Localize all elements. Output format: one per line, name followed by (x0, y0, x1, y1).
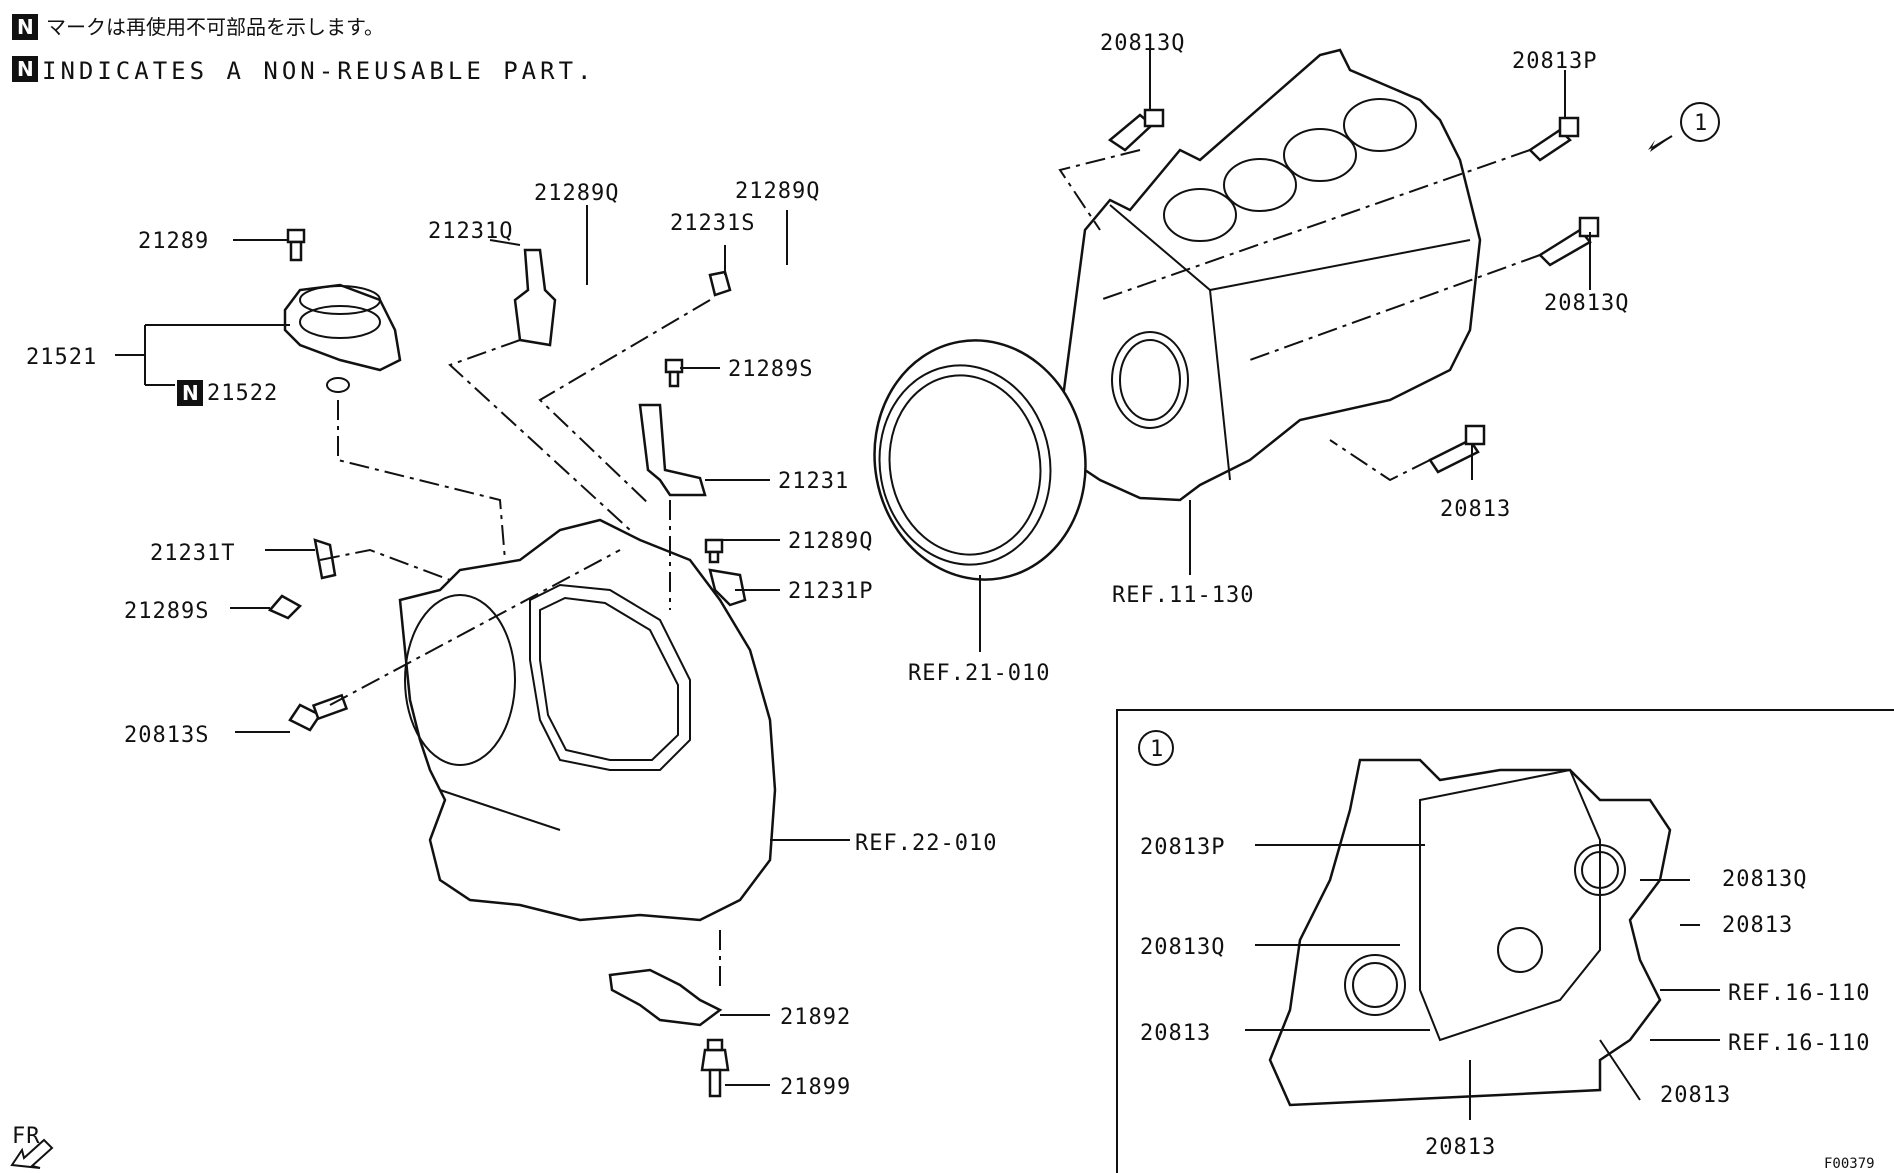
leader-lines (115, 50, 1591, 1086)
label-20813q-top: 20813Q (1100, 31, 1185, 56)
label-21289: 21289 (138, 229, 209, 254)
n-mark-21522-letter: N (182, 381, 199, 405)
callout-1: 1 (1648, 102, 1720, 152)
callout-1-text: 1 (1694, 111, 1708, 136)
label-21521: 21521 (26, 345, 97, 370)
inset-label-20813q-b: 20813Q (1140, 935, 1225, 960)
label-21289s-b: 21289S (124, 599, 209, 624)
n-mark-21522 (177, 380, 203, 406)
label-21522: 21522 (207, 381, 278, 406)
inset-label-20813p: 20813P (1140, 835, 1225, 860)
label-ref-11-130: REF.11-130 (1112, 583, 1254, 608)
n-mark-box-2 (12, 56, 38, 82)
label-21231q: 21231Q (428, 219, 513, 244)
inset-label-20813-d: 20813 (1425, 1135, 1496, 1160)
label-ref-21-010: REF.21-010 (908, 661, 1050, 686)
label-21231t: 21231T (150, 541, 235, 566)
inset-label-20813-c: 20813 (1660, 1083, 1731, 1108)
jp-note: マークは再使用不可部品を示します。 (46, 15, 384, 39)
inset-callout-1-text: 1 (1150, 737, 1164, 762)
brackets (313, 248, 747, 1027)
bolts (267, 108, 1600, 1098)
label-21231s: 21231S (670, 211, 755, 236)
header-notes: N マークは再使用不可部品を示します。 N INDICATES A NON-RE… (12, 14, 595, 85)
part-labels: 20813Q 20813P 20813Q 20813 REF.11-130 RE… (26, 31, 1875, 1172)
label-20813q-right: 20813Q (1544, 291, 1629, 316)
label-21231: 21231 (778, 469, 849, 494)
label-21231p: 21231P (788, 579, 873, 604)
label-21899: 21899 (780, 1075, 851, 1100)
label-20813-right: 20813 (1440, 497, 1511, 522)
label-20813s: 20813S (124, 723, 209, 748)
n-mark-letter: N (17, 15, 34, 39)
transaxle-housing (398, 518, 777, 922)
label-ref-22-010: REF.22-010 (855, 831, 997, 856)
en-note: INDICATES A NON-REUSABLE PART. (42, 57, 595, 85)
label-20813p-top: 20813P (1512, 49, 1597, 74)
assembly-lines (319, 149, 1541, 990)
label-21289q-a: 21289Q (534, 181, 619, 206)
inset-view: 1 (1116, 709, 1894, 1173)
actuator-21521 (283, 283, 402, 393)
label-21289q-b: 21289Q (735, 179, 820, 204)
label-21289s-a: 21289S (728, 357, 813, 382)
fr-arrow: FR (10, 1124, 54, 1169)
n-mark-letter-2: N (17, 57, 34, 81)
inset-label-ref-16-110-b: REF.16-110 (1728, 1031, 1870, 1056)
fr-label: FR (12, 1124, 41, 1149)
label-21892: 21892 (780, 1005, 851, 1030)
flywheel-disk (873, 339, 1087, 581)
inset-label-20813-a: 20813 (1722, 913, 1793, 938)
engine-block (1058, 48, 1482, 502)
label-21289q-c: 21289Q (788, 529, 873, 554)
n-mark-box (12, 14, 38, 40)
inset-label-ref-16-110-a: REF.16-110 (1728, 981, 1870, 1006)
figure-code: F00379 (1824, 1156, 1875, 1172)
inset-label-20813-b: 20813 (1140, 1021, 1211, 1046)
inset-label-20813q-a: 20813Q (1722, 867, 1807, 892)
